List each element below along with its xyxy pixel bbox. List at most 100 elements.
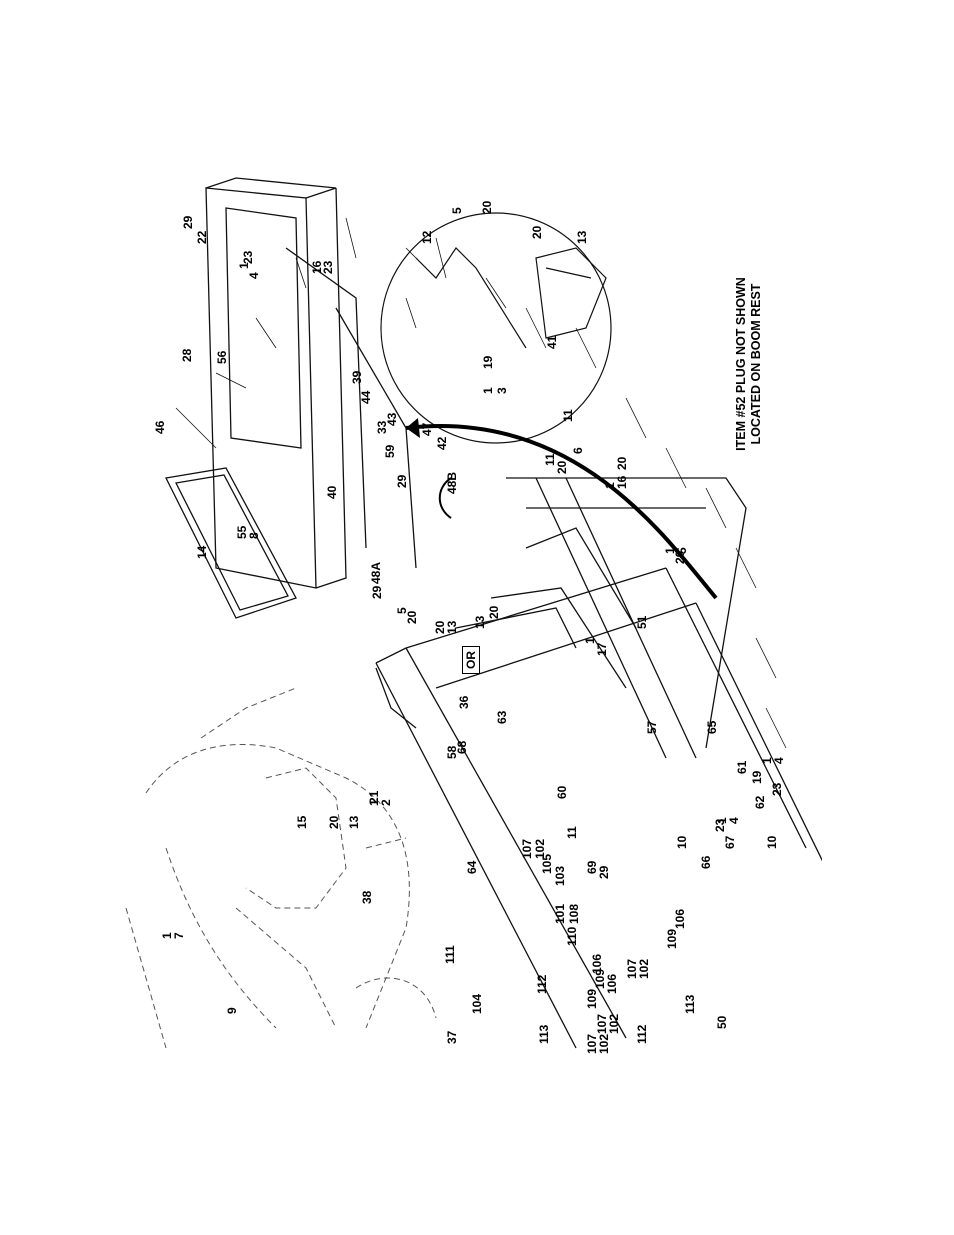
callout-13b: 13 <box>575 230 589 244</box>
callout-20e: 20 <box>615 456 629 470</box>
callout-13c: 13 <box>473 615 487 629</box>
callout-23: 23 <box>241 250 255 264</box>
callout-113b: 113 <box>537 1024 551 1044</box>
diagram-linework <box>125 177 822 1049</box>
callout-14: 14 <box>195 545 209 559</box>
callout-37: 37 <box>445 1030 459 1044</box>
callout-15: 15 <box>295 815 309 829</box>
callout-102d: 102 <box>607 1013 621 1034</box>
callout-61: 61 <box>735 760 749 774</box>
callout-6: 6 <box>571 447 585 454</box>
callout-64: 64 <box>465 860 479 874</box>
rotated-text-layer: ITEM #52 PLUG NOT SHOWN LOCATED ON BOOM … <box>106 148 822 1054</box>
callout-42: 42 <box>435 436 449 450</box>
callout-19b: 19 <box>750 770 764 784</box>
callout-65: 65 <box>705 720 719 734</box>
callout-48B: 48B <box>445 471 459 494</box>
callout-63: 63 <box>495 710 509 724</box>
callout-103: 103 <box>553 865 567 886</box>
routing-arrow <box>405 424 718 600</box>
callout-109c: 109 <box>665 928 679 949</box>
callout-13d: 13 <box>347 815 361 829</box>
callout-102c: 102 <box>637 958 651 979</box>
callout-47: 47 <box>420 422 434 436</box>
callout-2: 2 <box>379 799 393 806</box>
or-label: OR <box>462 646 480 674</box>
callout-106c: 106 <box>673 908 687 929</box>
callout-59: 59 <box>383 444 397 458</box>
routing-arrow-tip <box>406 418 420 438</box>
callout-5b: 5 <box>450 207 464 214</box>
callout-108: 108 <box>567 903 581 924</box>
callout-20c: 20 <box>480 200 494 214</box>
cab-dashed-outline <box>125 687 437 1049</box>
callout-66: 66 <box>699 855 713 869</box>
callout-50: 50 <box>715 1015 729 1029</box>
callout-23d: 23 <box>770 782 784 796</box>
callout-106b: 106 <box>605 973 619 994</box>
callout-57: 57 <box>645 720 659 734</box>
callout-17: 17 <box>595 642 609 656</box>
callout-16b: 16 <box>615 475 629 489</box>
exploded-parts-diagram: ITEM #52 PLUG NOT SHOWN LOCATED ON BOOM … <box>106 148 822 1054</box>
callout-4c: 4 <box>772 757 786 764</box>
callout-104: 104 <box>470 993 484 1014</box>
callout-58: 58 <box>445 745 459 759</box>
callout-11: 11 <box>561 409 575 422</box>
callout-62: 62 <box>753 795 767 809</box>
callout-113: 113 <box>683 994 697 1014</box>
callout-1e: 1 <box>583 637 597 644</box>
plug-note: ITEM #52 PLUG NOT SHOWN LOCATED ON BOOM … <box>734 234 764 494</box>
callout-20g: 20 <box>673 550 687 564</box>
callout-20i: 20 <box>327 815 341 829</box>
callout-7: 7 <box>172 932 186 939</box>
callout-8: 8 <box>247 532 261 539</box>
callout-4b: 4 <box>727 817 741 824</box>
callout-21: 21 <box>367 790 381 804</box>
callout-29d: 29 <box>370 585 384 599</box>
callout-22: 22 <box>195 230 209 244</box>
callout-41: 41 <box>545 335 559 349</box>
callout-4: 4 <box>247 272 261 279</box>
callout-29c: 29 <box>395 474 409 488</box>
plug-note-line2: LOCATED ON BOOM REST <box>749 283 763 445</box>
callout-3: 3 <box>495 387 509 394</box>
callout-23b: 23 <box>321 260 335 274</box>
callout-67: 67 <box>723 835 737 849</box>
callout-48A: 48A <box>369 561 383 584</box>
callout-36: 36 <box>457 695 471 709</box>
callout-110: 110 <box>565 926 579 946</box>
callout-51: 51 <box>635 615 649 629</box>
callout-112b: 112 <box>635 1024 649 1044</box>
plug-note-line1: ITEM #52 PLUG NOT SHOWN <box>734 277 748 451</box>
or-arrow <box>438 477 452 519</box>
leader-lines <box>175 217 797 829</box>
callout-38: 38 <box>360 890 374 904</box>
callout-39: 39 <box>350 370 364 384</box>
callout-28: 28 <box>180 348 194 362</box>
callout-60: 60 <box>555 785 569 799</box>
callout-109b: 109 <box>585 988 599 1009</box>
callout-44: 44 <box>359 390 373 404</box>
callout-20h: 20 <box>487 605 501 619</box>
callout-29e: 29 <box>597 865 611 879</box>
callout-20f: 20 <box>555 460 569 474</box>
callout-107: 107 <box>520 838 534 859</box>
callout-11c: 11 <box>565 826 579 839</box>
cover-46 <box>165 467 297 619</box>
callout-12: 12 <box>420 230 434 244</box>
callout-102b: 102 <box>597 1033 611 1054</box>
callout-101: 101 <box>553 903 567 924</box>
callout-46: 46 <box>153 420 167 434</box>
callout-112: 112 <box>535 974 549 994</box>
callout-1b: 1 <box>481 387 495 394</box>
callout-111: 111 <box>443 945 457 964</box>
callout-29: 29 <box>181 215 195 229</box>
callout-105: 105 <box>540 853 554 874</box>
callout-20: 20 <box>405 610 419 624</box>
callout-19: 19 <box>481 355 495 369</box>
callout-20d: 20 <box>530 225 544 239</box>
callout-33: 33 <box>375 420 389 434</box>
detail-inset-circle <box>380 212 612 444</box>
callout-10b: 10 <box>765 835 779 849</box>
